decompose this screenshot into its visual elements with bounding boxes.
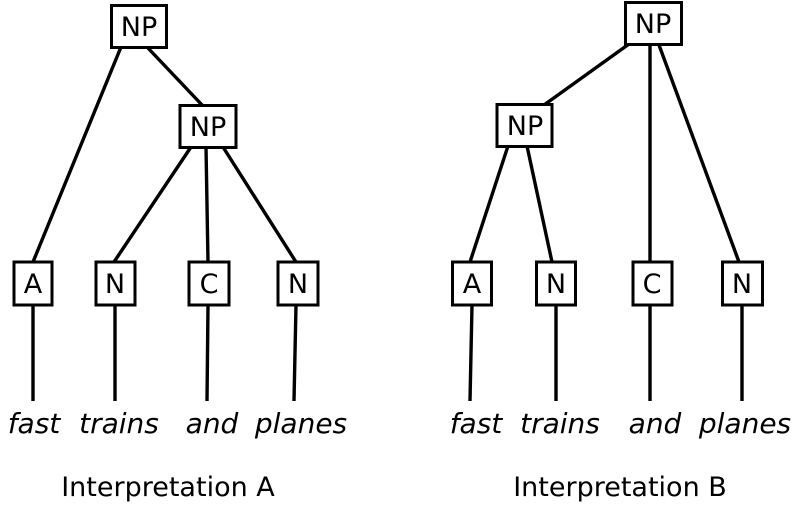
- node-box-a: [12, 260, 54, 307]
- edge-innerNP-to-C: [204, 146, 210, 263]
- node-box-n1: [535, 260, 577, 307]
- node-box-inner-np: [495, 103, 554, 148]
- terminal-word-trains: trains: [520, 407, 600, 440]
- node-label-root-np: NP: [121, 12, 157, 43]
- terminal-word-fast: fast: [450, 407, 504, 440]
- node-box-root-np: [110, 4, 168, 49]
- node-label-inner-np: NP: [190, 112, 226, 143]
- node-label-c: C: [643, 269, 662, 300]
- node-box-inner-np: [178, 104, 238, 149]
- stem-N-planes: [292, 304, 298, 402]
- node-label-n1: N: [105, 269, 125, 300]
- terminal-word-trains: trains: [79, 407, 159, 440]
- node-label-a: A: [24, 269, 43, 300]
- edge-rootNP-to-N2: [657, 44, 741, 263]
- edge-innerNP-to-N1: [525, 145, 554, 263]
- node-box-a: [451, 260, 493, 307]
- tree-interpretation-b: NP NP A N C N fast trains and planes Int…: [450, 1, 791, 503]
- node-label-n2: N: [732, 269, 752, 300]
- terminal-word-planes: planes: [698, 407, 791, 440]
- node-label-n2: N: [288, 269, 308, 300]
- edge-rootNP-to-innerNP: [543, 42, 630, 107]
- tree-caption-b: Interpretation B: [513, 472, 727, 503]
- stem-A-fast: [468, 304, 474, 402]
- node-label-n1: N: [546, 269, 566, 300]
- node-label-inner-np: NP: [507, 111, 543, 142]
- edge-innerNP-to-A: [468, 145, 510, 263]
- node-box-n1: [94, 260, 137, 307]
- edge-innerNP-to-N1: [112, 146, 193, 263]
- node-box-n2: [721, 260, 764, 307]
- node-box-root-np: [624, 1, 683, 46]
- terminal-word-and: and: [629, 407, 682, 440]
- terminal-word-and: and: [186, 407, 239, 440]
- edge-rootNP-to-A: [31, 46, 123, 263]
- node-box-c: [631, 260, 674, 307]
- tree-caption-a: Interpretation A: [61, 472, 275, 503]
- terminal-word-planes: planes: [254, 407, 347, 440]
- terminal-word-fast: fast: [8, 407, 62, 440]
- node-box-n2: [276, 260, 320, 307]
- edge-rootNP-to-innerNP: [145, 45, 205, 108]
- node-label-c: C: [200, 269, 219, 300]
- edge-innerNP-to-N2: [221, 146, 298, 263]
- tree-interpretation-a: NP NP A N C N fast trains and planes Int…: [8, 4, 347, 503]
- stem-C-and: [205, 304, 210, 402]
- node-box-c: [187, 260, 231, 307]
- node-label-root-np: NP: [635, 9, 671, 40]
- node-label-a: A: [463, 269, 482, 300]
